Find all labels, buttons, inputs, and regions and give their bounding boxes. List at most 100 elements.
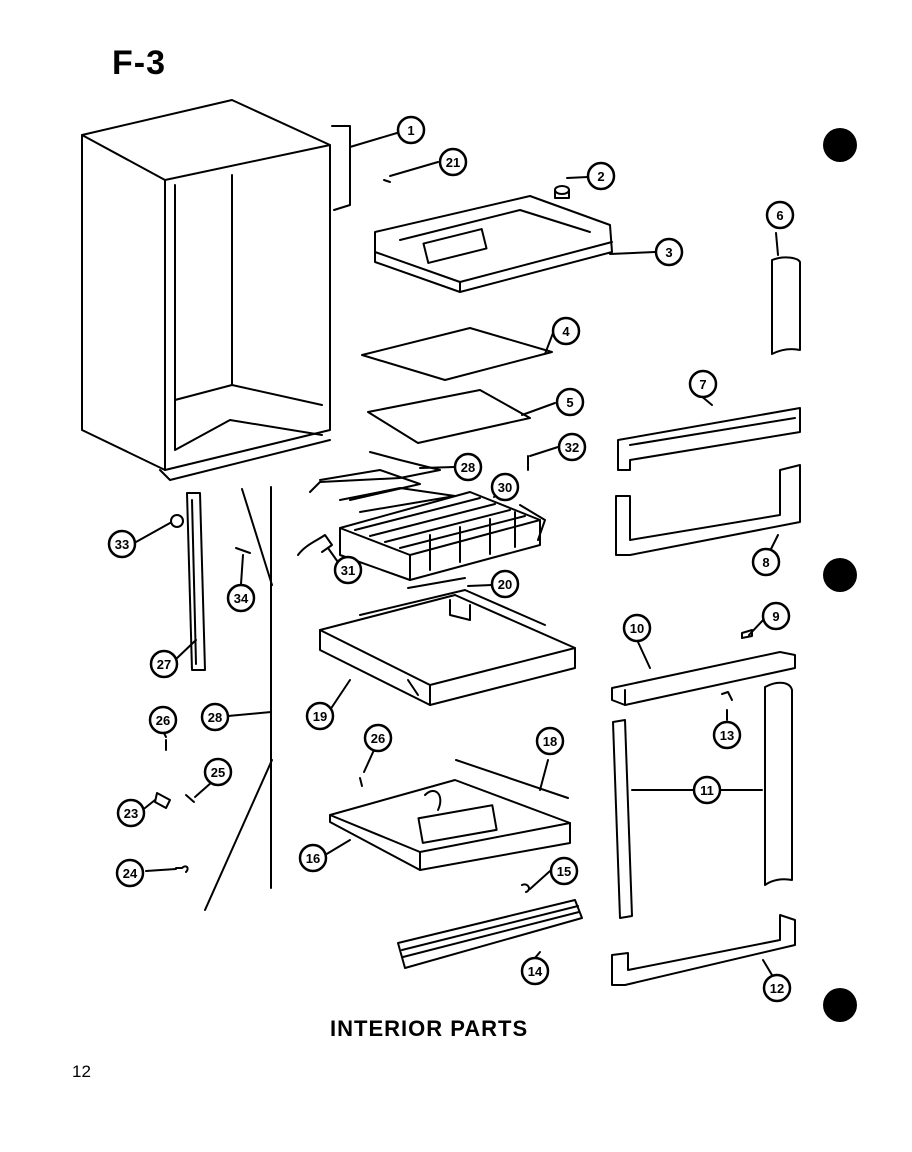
line-29b <box>204 759 273 911</box>
side-panel-11-right <box>764 681 793 886</box>
screw-21 <box>383 179 391 183</box>
pin-24 <box>175 865 189 873</box>
spring-13 <box>721 691 733 701</box>
binder-hole-middle <box>823 558 857 592</box>
svg-text:24: 24 <box>123 866 138 881</box>
side-panel-11-left <box>612 719 633 919</box>
svg-text:21: 21 <box>446 155 460 170</box>
svg-text:13: 13 <box>720 728 734 743</box>
svg-text:19: 19 <box>313 709 327 724</box>
svg-text:26: 26 <box>156 713 170 728</box>
callout-7: 7 <box>688 369 718 399</box>
callout-3: 3 <box>654 237 684 267</box>
heater-20 <box>407 577 466 589</box>
callout-25: 25 <box>203 757 233 787</box>
binder-hole-top <box>823 128 857 162</box>
svg-text:31: 31 <box>341 563 355 578</box>
callout-28-top: 28 <box>453 452 483 482</box>
svg-text:26: 26 <box>371 731 385 746</box>
callout-20: 20 <box>490 569 520 599</box>
door-shelf-12 <box>611 914 796 986</box>
crisper-cover <box>329 779 571 871</box>
washer-33 <box>170 514 184 528</box>
callout-32: 32 <box>557 432 587 462</box>
cap-9 <box>741 629 753 639</box>
callout-33: 33 <box>107 529 137 559</box>
svg-text:6: 6 <box>776 208 783 223</box>
screw-25 <box>185 794 195 803</box>
callout-14: 14 <box>520 956 550 986</box>
callout-23: 23 <box>116 798 146 828</box>
svg-text:15: 15 <box>557 864 571 879</box>
diagram-caption: INTERIOR PARTS <box>330 1016 529 1041</box>
evaporator-cover <box>374 195 613 293</box>
callout-28-left: 28 <box>200 702 230 732</box>
hinge-trim <box>186 492 206 671</box>
svg-text:14: 14 <box>528 964 543 979</box>
callout-1: 1 <box>396 115 426 145</box>
svg-text:3: 3 <box>665 245 672 260</box>
callout-8: 8 <box>751 547 781 577</box>
svg-text:27: 27 <box>157 657 171 672</box>
bracket-23 <box>154 792 171 809</box>
callout-11: 11 <box>692 775 722 805</box>
svg-text:16: 16 <box>306 851 320 866</box>
svg-text:2: 2 <box>597 169 604 184</box>
control-knob <box>554 185 570 199</box>
cabinet-liner <box>81 99 351 481</box>
callout-10: 10 <box>622 613 652 643</box>
callout-19: 19 <box>305 701 335 731</box>
drip-tray <box>319 589 576 706</box>
callout-12: 12 <box>762 973 792 1003</box>
line-29 <box>241 488 273 586</box>
svg-text:25: 25 <box>211 765 225 780</box>
svg-text:11: 11 <box>700 783 714 798</box>
svg-text:28: 28 <box>208 710 222 725</box>
callout-15: 15 <box>549 856 579 886</box>
page-number: 12 <box>72 1062 91 1081</box>
callout-13: 13 <box>712 720 742 750</box>
sheet-id: F-3 <box>112 44 166 82</box>
svg-text:23: 23 <box>124 806 138 821</box>
svg-text:10: 10 <box>630 621 644 636</box>
callout-2: 2 <box>586 161 616 191</box>
svg-text:18: 18 <box>543 734 557 749</box>
binder-hole-bottom <box>823 988 857 1022</box>
svg-text:32: 32 <box>565 440 579 455</box>
callout-24: 24 <box>115 858 145 888</box>
svg-text:5: 5 <box>566 395 573 410</box>
shelf-5 <box>367 389 531 444</box>
part-6-panel <box>771 256 801 355</box>
thermostat-31 <box>297 534 333 556</box>
svg-text:9: 9 <box>772 609 779 624</box>
bolt-34 <box>235 547 251 554</box>
callout-26-left: 26 <box>148 705 178 735</box>
drain-tube <box>309 451 456 513</box>
svg-text:33: 33 <box>115 537 129 552</box>
callout-4: 4 <box>551 316 581 346</box>
svg-text:12: 12 <box>770 981 784 996</box>
callout-31: 31 <box>333 555 363 585</box>
callout-26-center: 26 <box>363 723 393 753</box>
svg-text:30: 30 <box>498 480 512 495</box>
door-shelf-7 <box>617 407 801 471</box>
callout-9: 9 <box>761 601 791 631</box>
callout-34: 34 <box>226 583 256 613</box>
screw-26 <box>359 777 363 787</box>
svg-text:34: 34 <box>234 591 249 606</box>
svg-text:28: 28 <box>461 460 475 475</box>
svg-text:4: 4 <box>562 324 570 339</box>
rod-18 <box>455 759 569 799</box>
svg-text:8: 8 <box>762 555 769 570</box>
callout-30: 30 <box>490 472 520 502</box>
door-shelf-8 <box>615 464 801 556</box>
callout-16: 16 <box>298 843 328 873</box>
svg-text:7: 7 <box>699 377 706 392</box>
grille <box>397 899 583 969</box>
callout-5: 5 <box>555 387 585 417</box>
svg-text:1: 1 <box>407 123 414 138</box>
clip-15 <box>521 883 530 893</box>
evaporator-assembly <box>339 491 546 581</box>
